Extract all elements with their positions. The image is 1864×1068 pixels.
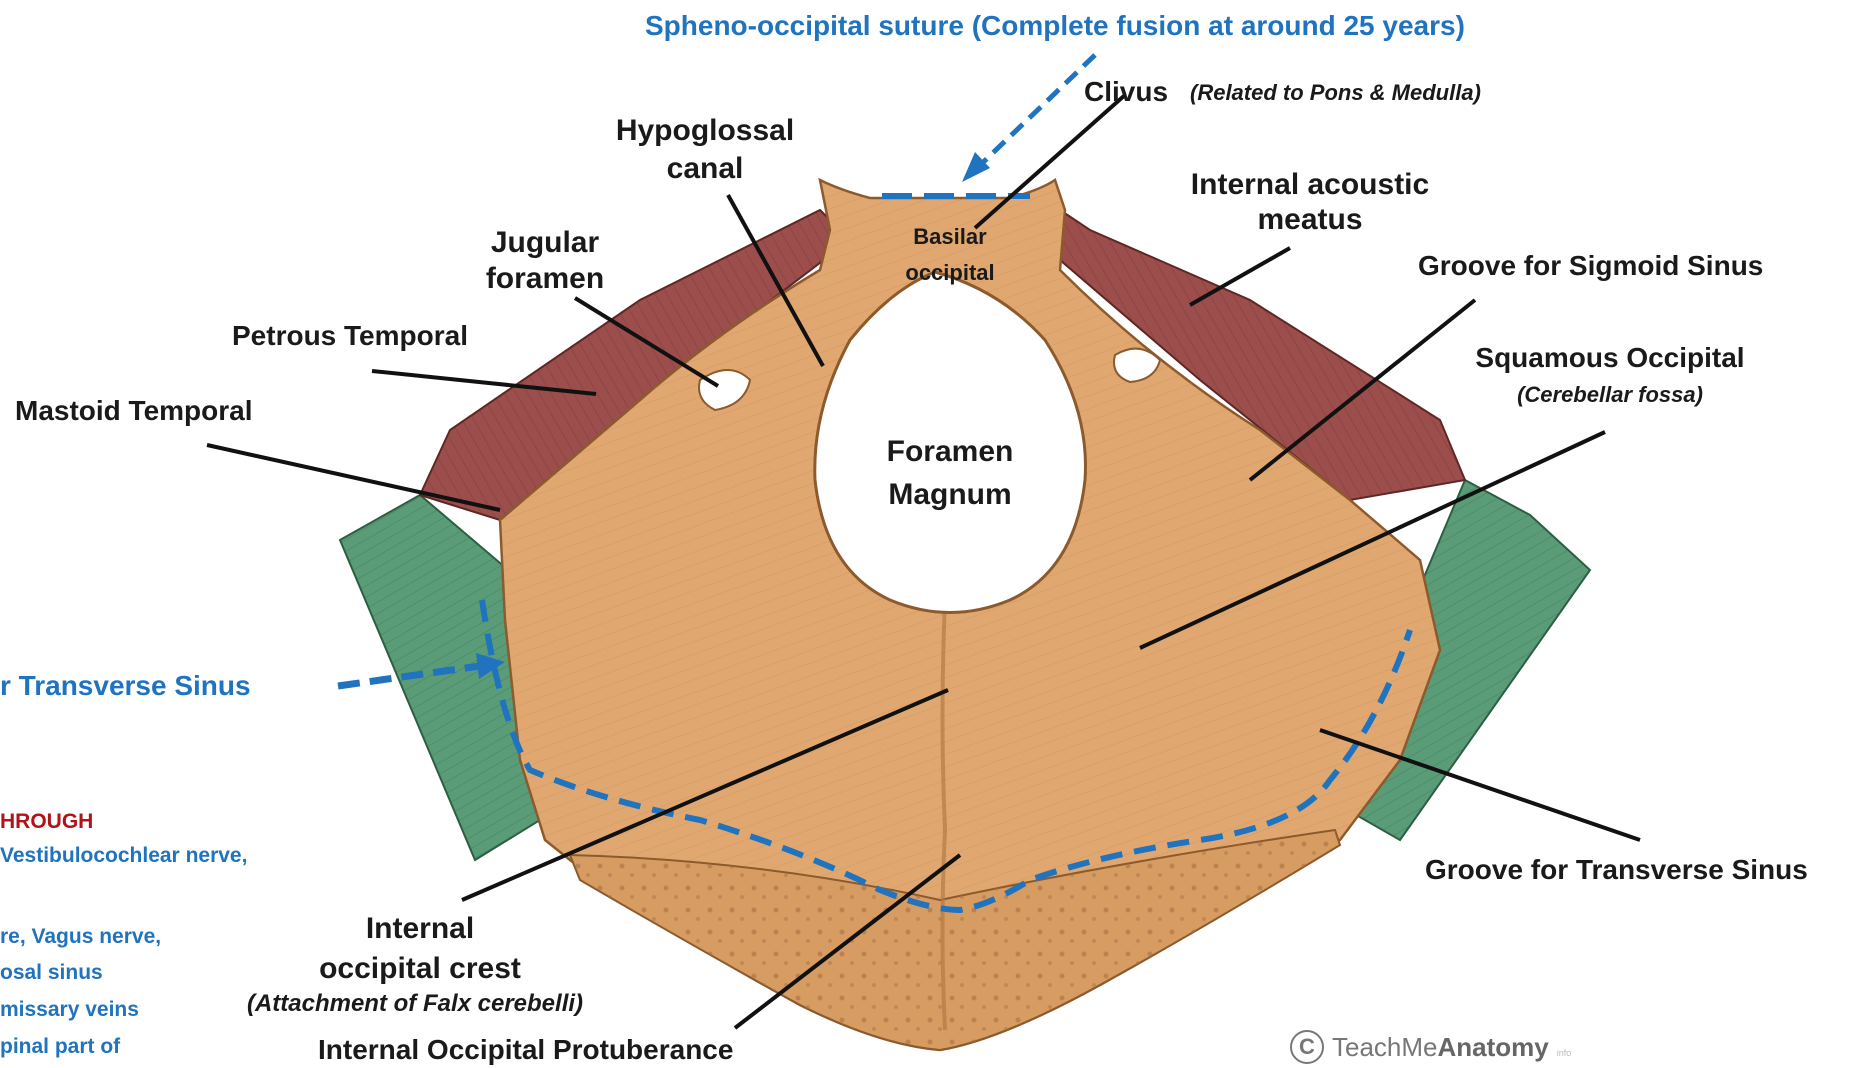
- basilar-label-line1: Basilar: [880, 224, 1020, 249]
- internal-acoustic-label-line2: meatus: [1165, 203, 1455, 238]
- internal-crest-note: (Attachment of Falx cerebelli): [205, 990, 625, 1018]
- side-note-line-3: osal sinus: [0, 961, 103, 985]
- basilar-label-line2: occipital: [880, 260, 1020, 285]
- internal-crest-label-line2: occipital crest: [270, 952, 570, 987]
- teachmeanatomy-watermark: C TeachMeAnatomy info: [1290, 1030, 1571, 1064]
- groove-sigmoid-label: Groove for Sigmoid Sinus: [1418, 250, 1763, 282]
- spheno-occipital-arrowhead: [962, 152, 990, 182]
- copyright-icon: C: [1290, 1030, 1324, 1064]
- internal-occipital-crest-ridge: [943, 600, 946, 1030]
- clivus-label: Clivus: [1084, 76, 1168, 108]
- hypoglossal-label-line2: canal: [600, 152, 810, 187]
- internal-crest-label-line1: Internal: [290, 912, 550, 947]
- side-note-line-2: re, Vagus nerve,: [0, 925, 161, 949]
- petrous-temporal-label: Petrous Temporal: [232, 320, 468, 352]
- hypoglossal-label-line1: Hypoglossal: [600, 114, 810, 149]
- groove-transverse-left-label: r Transverse Sinus: [0, 670, 251, 702]
- jugular-label-line2: foramen: [465, 262, 625, 297]
- brand-name: TeachMeAnatomy: [1332, 1032, 1549, 1063]
- side-note-line-1: Vestibulocochlear nerve,: [0, 844, 247, 868]
- spheno-occipital-label: Spheno-occipital suture (Complete fusion…: [645, 10, 1465, 42]
- mastoid-temporal-label: Mastoid Temporal: [15, 395, 253, 427]
- jugular-label-line1: Jugular: [465, 226, 625, 261]
- foramen-magnum-label-line2: Magnum: [850, 478, 1050, 513]
- internal-acoustic-label-line1: Internal acoustic: [1165, 168, 1455, 203]
- squamous-occipital-label: Squamous Occipital: [1440, 342, 1780, 374]
- clivus-note: (Related to Pons & Medulla): [1190, 80, 1481, 105]
- groove-transverse-right-label: Groove for Transverse Sinus: [1425, 854, 1808, 886]
- spheno-occipital-pointer: [975, 55, 1095, 170]
- protuberance-label: Internal Occipital Protuberance: [318, 1034, 733, 1066]
- squamous-occipital-note: (Cerebellar fossa): [1440, 382, 1780, 407]
- foramen-magnum-label-line1: Foramen: [850, 435, 1050, 470]
- side-note-line-5: pinal part of: [0, 1035, 120, 1059]
- side-note-line-4: missary veins: [0, 998, 139, 1022]
- brand-suffix: info: [1557, 1048, 1572, 1058]
- side-note-heading: HROUGH: [0, 810, 93, 834]
